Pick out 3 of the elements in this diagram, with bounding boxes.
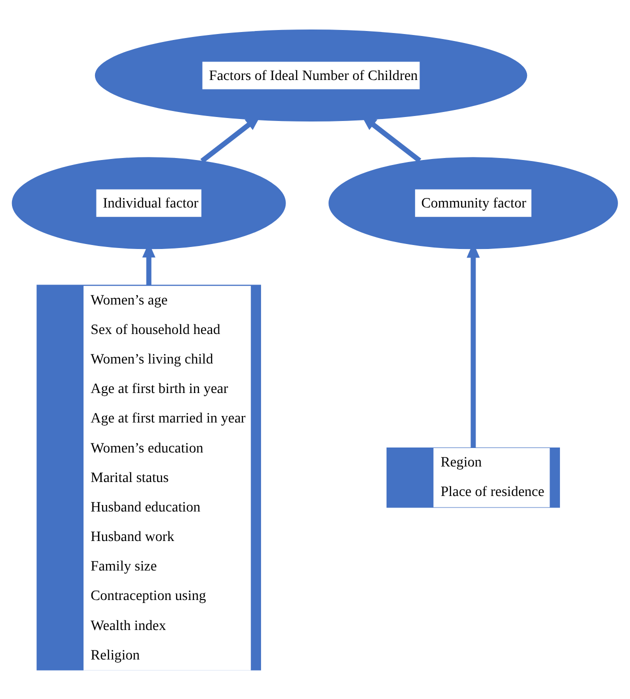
- node-ellipse: Factors of Ideal Number of Children: [94, 29, 528, 122]
- node-ellipse: Individual factor: [12, 156, 286, 249]
- node-ellipse: Community factor: [328, 156, 618, 249]
